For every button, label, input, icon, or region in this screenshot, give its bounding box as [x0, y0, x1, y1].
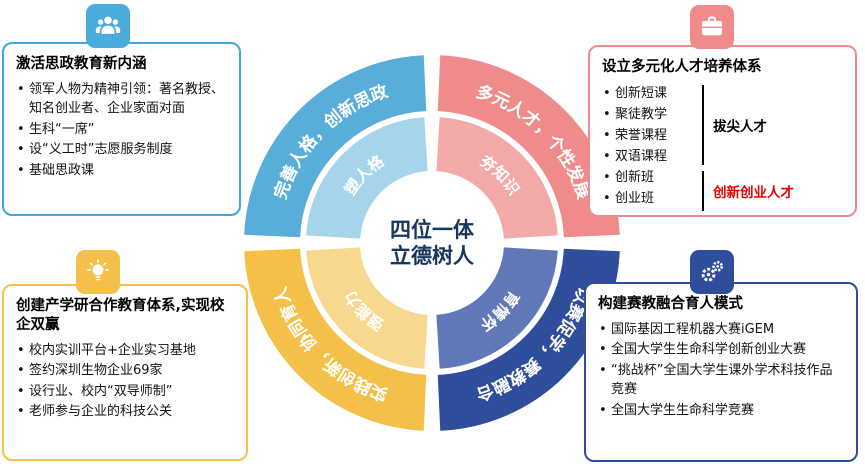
talent-item-5: 创新班: [602, 167, 843, 188]
cooperation-bullet-2: 签约深圳生物企业69家: [16, 361, 234, 381]
gears-icon: [701, 260, 724, 282]
lightbulb-badge: [76, 250, 120, 294]
arc-top-right-outer: [437, 55, 620, 238]
talent-body: 创新短课 聚徒教学 荣誉课程 双语课程 创新班 创业班 拔尖人才 创新创业人才: [602, 83, 843, 211]
talent-item-4: 双语课程: [602, 146, 843, 167]
cooperation-bullet-list: 校内实训平台+企业实习基地 签约深圳生物企业69家 设行业、校内“双导师制” 老…: [16, 341, 234, 422]
talent-group-innovation: 创新创业人才: [702, 170, 794, 211]
ideology-bullet-2: 生科“一席”: [16, 120, 227, 140]
cooperation-bullet-3: 设行业、校内“双导师制”: [16, 382, 234, 402]
cooperation-bullet-1: 校内实训平台+企业实习基地: [16, 341, 234, 361]
four-in-one-donut: 完善人格，创新思政 多元人才，个性发展 以赛促学，赛教融合 实践创新，协同育人 …: [244, 55, 620, 431]
center-title-line2: 立德树人: [390, 244, 474, 268]
bracket-line: [702, 84, 704, 165]
talent-group-top-notch: 拔尖人才: [702, 84, 767, 165]
competition-bullet-4: 全国大学生生命科学竞赛: [598, 401, 844, 421]
talent-item-3: 荣誉课程: [602, 125, 843, 146]
center-title-line1: 四位一体: [390, 218, 475, 242]
competition-box-title: 构建赛教融合育人模式: [598, 296, 743, 312]
talent-item-1: 创新短课: [602, 83, 843, 104]
arc-bottom-left-outer: [244, 248, 427, 431]
lightbulb-icon: [87, 259, 109, 281]
briefcase-badge: [690, 5, 734, 49]
talent-box-title: 设立多元化人才培养体系: [602, 59, 762, 75]
arc-top-right-inner: [435, 117, 558, 240]
competition-bullet-2: 全国大学生生命科学创新创业大赛: [598, 340, 844, 360]
cooperation-bullet-4: 老师参与企业的科技公关: [16, 402, 234, 422]
talent-group1-label: 拔尖人才: [713, 118, 767, 135]
ideology-bullet-3: 设“义工时”志愿服务制度: [16, 140, 227, 160]
talent-group2-label: 创新创业人才: [713, 184, 794, 201]
people-badge: [86, 4, 130, 48]
competition-box: 构建赛教融合育人模式 国际基因工程机器大赛iGEM 全国大学生生命科学创新创业大…: [584, 282, 858, 462]
arc-top-left-inner: [306, 117, 429, 240]
arc-bottom-right-outer: [437, 248, 620, 431]
cooperation-box-title: 创建产学研合作教育体系,实现校企双赢: [16, 298, 225, 333]
arc-bottom-right-inner: [435, 246, 558, 369]
cooperation-box: 创建产学研合作教育体系,实现校企双赢 校内实训平台+企业实习基地 签约深圳生物企…: [2, 284, 248, 461]
arc-top-left-outer: [244, 55, 427, 238]
talent-box: 设立多元化人才培养体系 创新短课 聚徒教学 荣誉课程 双语课程 创新班 创业班 …: [588, 45, 857, 217]
talent-item-6: 创业班: [602, 188, 843, 209]
gears-badge: [690, 250, 734, 294]
talent-item-list: 创新短课 聚徒教学 荣誉课程 双语课程 创新班 创业班: [602, 83, 843, 209]
arc-bottom-left-inner: [306, 246, 429, 369]
donut-center-disc: [366, 177, 498, 309]
ideology-box-title: 激活思政教育新内涵: [16, 56, 147, 72]
talent-item-2: 聚徒教学: [602, 104, 843, 125]
competition-bullet-3: “挑战杯”全国大学生课外学术科技作品竞赛: [598, 361, 844, 400]
competition-bullet-1: 国际基因工程机器大赛iGEM: [598, 320, 844, 340]
people-icon: [95, 16, 121, 34]
ideology-box: 激活思政教育新内涵 领军人物为精神引领：著名教授、知名创业者、企业家面对面 生科…: [2, 42, 241, 216]
bracket-line: [702, 170, 704, 211]
ideology-bullet-list: 领军人物为精神引领：著名教授、知名创业者、企业家面对面 生科“一席” 设“义工时…: [16, 80, 227, 181]
briefcase-icon: [701, 16, 723, 36]
competition-bullet-list: 国际基因工程机器大赛iGEM 全国大学生生命科学创新创业大赛 “挑战杯”全国大学…: [598, 320, 844, 421]
ideology-bullet-4: 基础思政课: [16, 161, 227, 181]
ideology-bullet-1: 领军人物为精神引领：著名教授、知名创业者、企业家面对面: [16, 80, 227, 119]
